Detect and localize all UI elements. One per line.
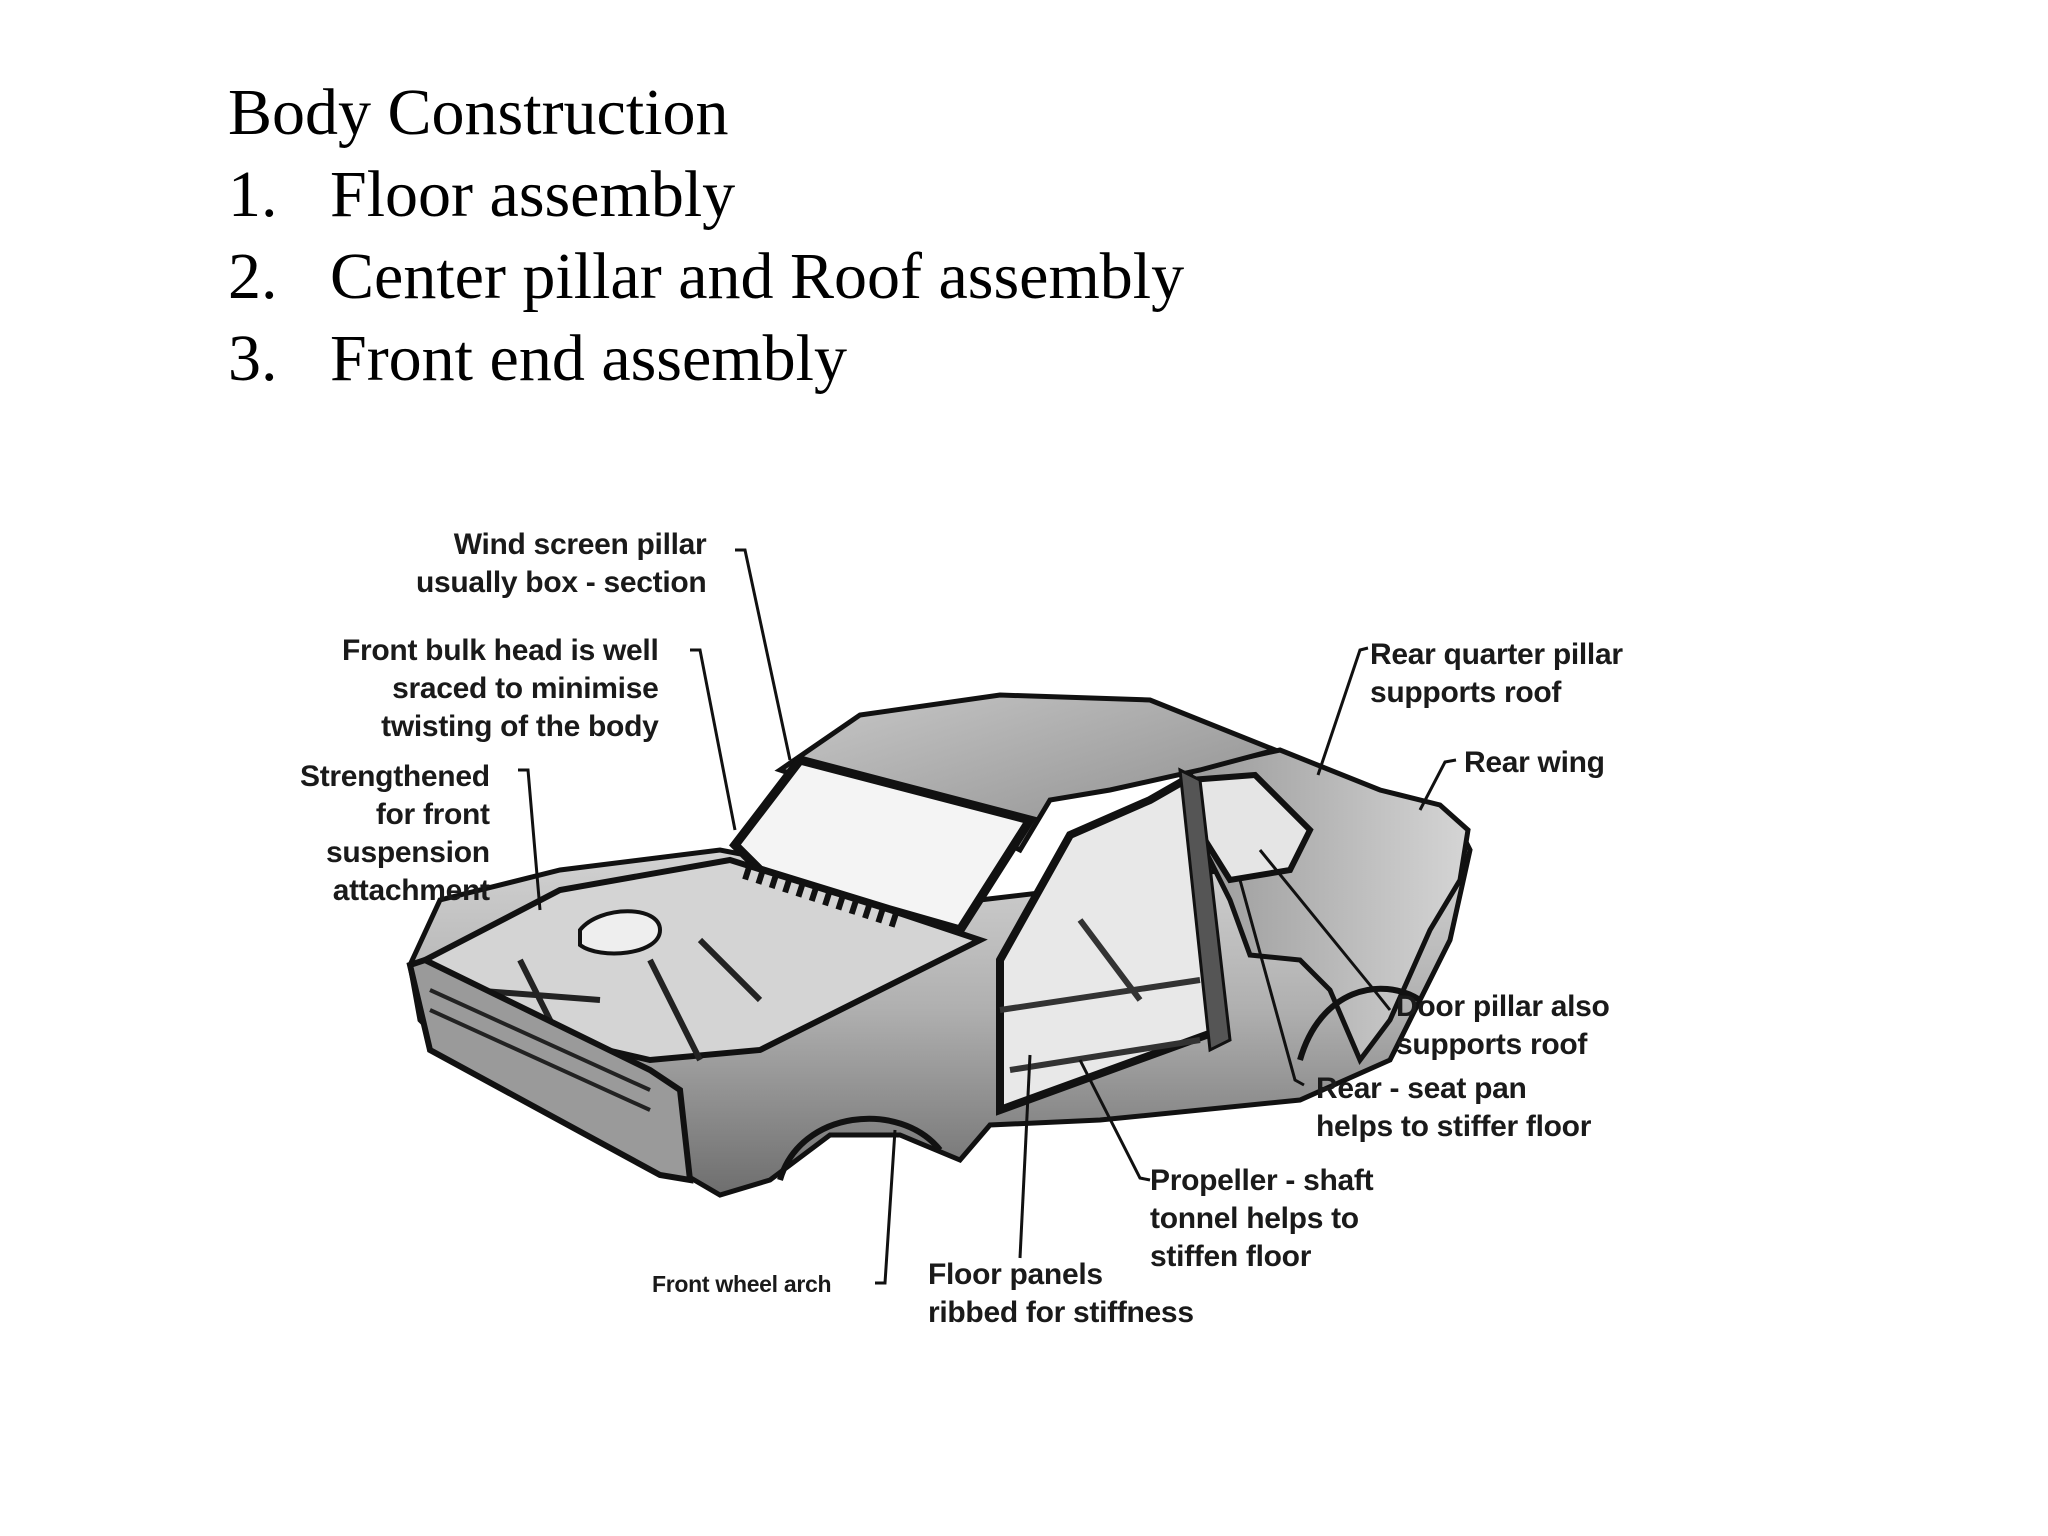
front-wheel-arch	[777, 1115, 943, 1181]
label-line: usually box - section	[416, 566, 707, 599]
rear-wheel-arch	[1297, 985, 1422, 1061]
label-line: Rear wing	[1464, 746, 1605, 779]
label-line: tonnel helps to	[1150, 1202, 1359, 1235]
leader-lines	[518, 548, 1457, 1285]
label-line: Door pillar also	[1396, 990, 1610, 1023]
list-text: Front end assembly	[330, 322, 847, 395]
label-line: Rear - seat pan	[1316, 1072, 1527, 1105]
list-item: 1. Floor assembly	[228, 154, 1184, 236]
front-panel	[406, 956, 694, 1184]
label-front-wheel-arch: Front wheel arch	[652, 1270, 832, 1298]
list-number: 2.	[228, 240, 278, 313]
label-line: Wind screen pillar	[453, 528, 707, 561]
label-line: Floor panels	[928, 1258, 1103, 1291]
label-line: helps to stiffer floor	[1316, 1110, 1592, 1143]
engine-bay-rails	[469, 937, 763, 1062]
label-line: supports roof	[1370, 676, 1562, 709]
label-line: for front	[375, 798, 490, 831]
label-line: attachment	[332, 874, 490, 907]
suspension-tower	[578, 909, 663, 956]
label-line: Propeller - shaft	[1150, 1164, 1374, 1197]
label-wind-screen-pillar: Wind screen pillar usually box - section	[416, 526, 707, 602]
label-rear-seat-pan: Rear - seat pan helps to stiffer floor	[1316, 1070, 1591, 1146]
label-rear-quarter-pillar: Rear quarter pillar supports roof	[1370, 636, 1623, 712]
label-door-pillar: Door pillar also supports roof	[1396, 988, 1610, 1064]
label-line: Front bulk head is well	[342, 634, 659, 667]
label-front-bulk-head: Front bulk head is well sraced to minimi…	[342, 632, 659, 746]
label-floor-panels: Floor panels ribbed for stiffness	[928, 1256, 1194, 1332]
slide-title: Body Construction	[228, 76, 729, 149]
front-grille	[429, 988, 651, 1112]
list-number: 3.	[228, 322, 278, 395]
label-propeller-shaft: Propeller - shaft tonnel helps to stiffe…	[1150, 1162, 1374, 1276]
floor-rails	[999, 918, 1201, 1073]
list-number: 1.	[228, 158, 278, 231]
list-item: 2. Center pillar and Roof assembly	[228, 236, 1184, 318]
label-line: suspension	[326, 836, 490, 869]
label-line: Rear quarter pillar	[1370, 638, 1623, 671]
slide-text: Body Construction 1. Floor assembly 2. Cen…	[228, 72, 1184, 400]
list-text: Floor assembly	[330, 158, 736, 231]
label-line: stiffen floor	[1150, 1240, 1312, 1273]
label-line: supports roof	[1396, 1028, 1588, 1061]
label-strengthened: Strengthened for front suspension attach…	[300, 758, 490, 910]
list-item: 3. Front end assembly	[228, 318, 1184, 400]
assembly-list: 1. Floor assembly 2. Center pillar and Roo…	[228, 154, 1184, 400]
label-line: Front wheel arch	[652, 1271, 832, 1297]
label-rear-wing: Rear wing	[1464, 744, 1605, 782]
label-line: ribbed for stiffness	[928, 1296, 1194, 1329]
center-pillar	[1178, 767, 1232, 1053]
list-text: Center pillar and Roof assembly	[330, 240, 1185, 313]
label-line: twisting of the body	[381, 710, 659, 743]
label-line: sraced to minimise	[392, 672, 659, 705]
label-line: Strengthened	[300, 760, 490, 793]
